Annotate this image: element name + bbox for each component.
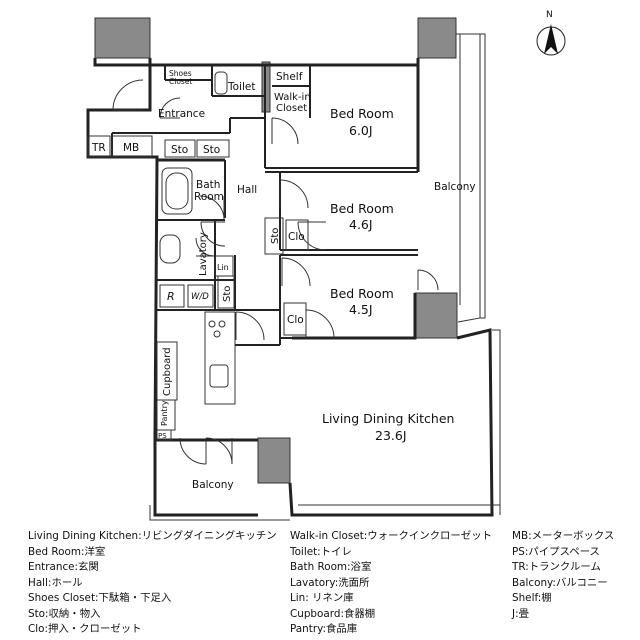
legend-item: Toilet:トイレ — [290, 545, 352, 558]
label-walkin-a: Walk-in — [274, 92, 311, 103]
lavatory-sink — [159, 234, 181, 264]
label-bath-a: Bath — [196, 179, 220, 191]
label-lavatory: Lavatory — [198, 232, 209, 276]
label-shoes-closet-a: Shoes — [169, 69, 192, 78]
legend-item: Lin: リネン庫 — [290, 592, 354, 604]
room-labels: Shoes Closet Toilet Shelf Walk-in Closet… — [91, 69, 476, 491]
legend-item: Shelf:棚 — [512, 592, 552, 604]
label-ldk-name: Living Dining Kitchen — [322, 411, 454, 426]
legend-item: MB:メーターボックス — [512, 530, 615, 542]
toilet-fixture — [214, 71, 228, 95]
label-sto-4: Sto — [222, 286, 233, 302]
label-clo-1: Clo — [288, 231, 305, 243]
legend-column-3: MB:メーターボックス PS:パイプスペース TR:トランクルーム Balcon… — [512, 529, 614, 622]
label-sto-2: Sto — [203, 144, 220, 156]
balcony-outlines — [149, 33, 501, 521]
tr-box — [87, 135, 111, 158]
label-pantry: Pantry — [160, 400, 169, 426]
sto-box-3 — [264, 217, 284, 255]
legend-column-1: Living Dining Kitchen:リビングダイニングキッチン Bed … — [28, 529, 277, 638]
label-bed3-name: Bed Room — [330, 286, 394, 301]
column-mid-right — [414, 292, 458, 339]
legend-item: Cupboard:食器棚 — [290, 607, 376, 620]
label-sto-1: Sto — [171, 144, 188, 156]
floor-plan: N Shoes Closet Toilet Shelf Walk-in Clos… — [86, 10, 566, 521]
legend-item: TR:トランクルーム — [512, 561, 601, 573]
legend-item: Clo:押入・クローゼット — [28, 623, 142, 635]
exterior-walls — [86, 58, 494, 517]
ps-box — [156, 429, 172, 441]
legend-column-2: Walk-in Closet:ウォークインクローゼット Toilet:トイレ B… — [290, 529, 492, 638]
label-bed3-size: 4.5J — [349, 302, 373, 317]
legend-item: Hall:ホール — [28, 576, 83, 589]
label-bed2-size: 4.6J — [349, 217, 373, 232]
label-balcony-bottom: Balcony — [192, 479, 234, 491]
legend-item: Walk-in Closet:ウォークインクローゼット — [290, 530, 492, 542]
label-tr: TR — [91, 142, 106, 154]
column-top-right — [417, 17, 457, 59]
legend-item: J:畳 — [512, 607, 529, 620]
label-r: R — [167, 290, 175, 303]
refrigerator — [159, 284, 185, 308]
washer-dryer — [187, 284, 214, 308]
door-swings — [112, 79, 439, 465]
label-toilet: Toilet — [227, 81, 255, 93]
clo-box-1 — [285, 219, 309, 251]
label-clo-2: Clo — [287, 314, 304, 326]
lin-box — [214, 255, 234, 277]
kitchen-counter — [204, 311, 236, 405]
compass-label: N — [546, 10, 553, 20]
column-top-left — [94, 17, 151, 59]
compass: N — [536, 10, 566, 56]
legend-item: Bed Room:洋室 — [28, 545, 106, 558]
north-arrow-icon — [544, 24, 558, 54]
label-shoes-closet-b: Closet — [169, 77, 192, 86]
label-entrance: Entrance — [158, 108, 205, 120]
sto-box-1 — [164, 139, 196, 158]
label-shelf: Shelf — [276, 71, 303, 83]
sto-box-2 — [196, 139, 230, 158]
label-lin: Lin — [217, 263, 229, 272]
legend-item: Shoes Closet:下駄箱・下足入 — [28, 592, 172, 604]
legend-item: Entrance:玄関 — [28, 561, 99, 573]
bathtub — [161, 167, 193, 215]
legend-item: Pantry:食品庫 — [290, 623, 358, 635]
label-balcony-right: Balcony — [434, 181, 476, 193]
label-wd: W/D — [191, 292, 209, 302]
legend-item: Sto:収納・物入 — [28, 607, 101, 620]
column-bottom — [257, 437, 291, 484]
legend-item: Lavatory:洗面所 — [290, 576, 370, 589]
label-bed1-size: 6.0J — [349, 123, 373, 138]
fixtures — [87, 71, 309, 441]
label-cupboard: Cupboard — [162, 347, 173, 396]
mb-box — [111, 135, 153, 158]
label-sto-3: Sto — [270, 228, 281, 244]
label-walkin-b: Closet — [276, 103, 307, 114]
legend-item: Balcony:バルコニー — [512, 576, 608, 589]
label-bed1-name: Bed Room — [330, 106, 394, 121]
label-mb: MB — [123, 142, 139, 154]
legend-item: Bath Room:浴室 — [290, 561, 372, 573]
label-bath-b: Room — [194, 191, 224, 203]
legend-item: Living Dining Kitchen:リビングダイニングキッチン — [28, 530, 277, 542]
label-bed2-name: Bed Room — [330, 201, 394, 216]
legend-item: PS:パイプスペース — [512, 545, 600, 558]
label-ps: PS — [158, 432, 167, 440]
label-hall: Hall — [237, 184, 257, 196]
label-ldk-size: 23.6J — [375, 428, 407, 443]
